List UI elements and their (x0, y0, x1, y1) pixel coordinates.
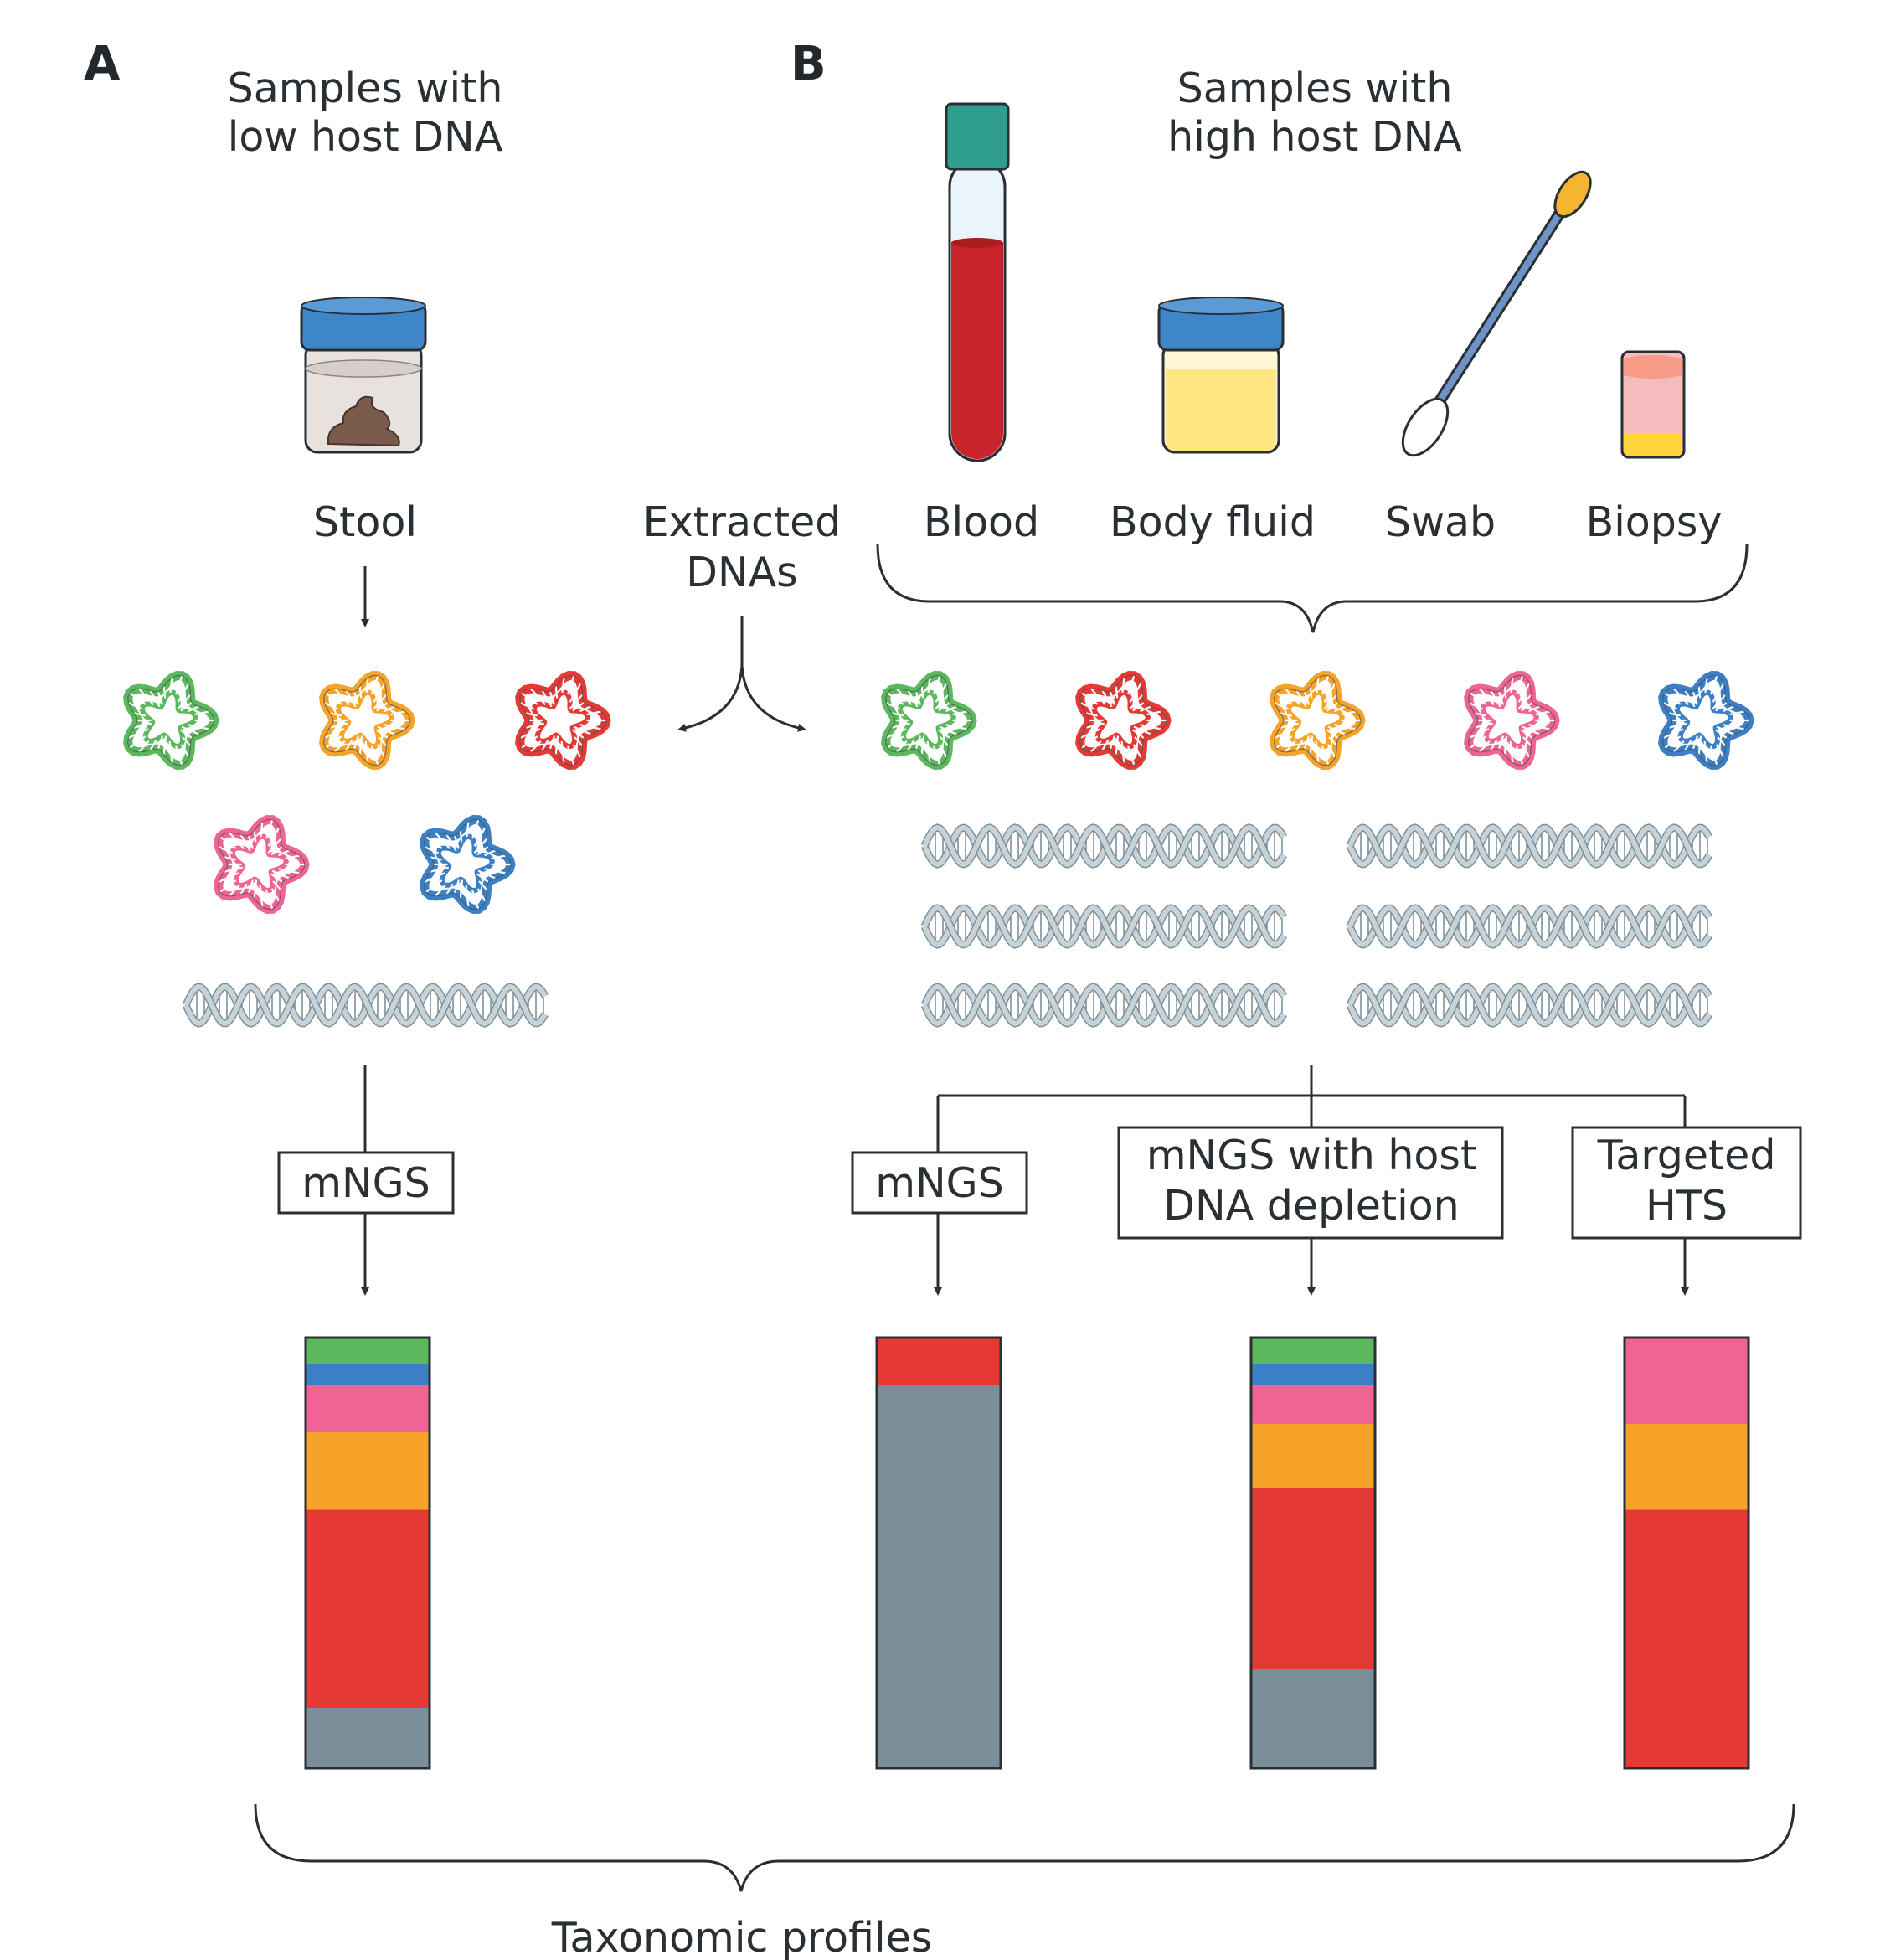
bar-1-segment-red (306, 1509, 430, 1709)
panel-b-method-3-line1: Targeted (1597, 1132, 1776, 1179)
split-arrows (677, 616, 806, 732)
bar-1-segment-blue (306, 1363, 430, 1386)
panel-b-method-2-line2: DNA depletion (1163, 1182, 1459, 1230)
panel-a-heading-line2: low host DNA (228, 113, 503, 161)
host-dna-helix-icon (920, 823, 1287, 869)
bar-4-segment-red (1625, 1509, 1749, 1769)
bar-3-segment-host_grey (1251, 1669, 1375, 1769)
bar-3-segment-orange (1251, 1423, 1375, 1489)
plasmid-blue-icon (1658, 670, 1754, 771)
panel-b-method-box-3 (1571, 1126, 1802, 1240)
swab-icon (1401, 170, 1592, 457)
taxonomic-profile-bars (304, 1336, 1750, 1770)
plasmid-pink-icon (214, 814, 310, 915)
profile-bar-3 (1249, 1336, 1377, 1770)
extracted-label-line1: Extracted (643, 498, 842, 546)
panel-b-heading-line1: Samples with (1177, 64, 1453, 112)
biopsy-vial-icon (1620, 350, 1686, 459)
host-dna-helix-icon (920, 904, 1287, 949)
host-dna-helix-icon (182, 983, 549, 1028)
bar-4-segment-orange (1625, 1423, 1749, 1511)
profile-bar-4 (1623, 1336, 1750, 1770)
bar-4-segment-pink (1625, 1338, 1749, 1425)
body-fluid-label: Body fluid (1110, 498, 1316, 546)
bar-1-segment-host_grey (306, 1708, 430, 1769)
bar-4-outline (1623, 1336, 1750, 1770)
biopsy-label: Biopsy (1586, 498, 1723, 546)
blood-label: Blood (924, 498, 1039, 546)
profile-bar-2 (875, 1336, 1002, 1770)
bar-1-segment-orange (306, 1432, 430, 1511)
stool-label: Stool (313, 498, 417, 546)
microbial-plasmids-a (123, 670, 611, 915)
bar-3-segment-pink (1251, 1385, 1375, 1425)
samples-brace (876, 544, 1749, 633)
plasmid-orange-icon (1270, 670, 1366, 771)
bar-1-outline (304, 1336, 431, 1770)
bar-1-segment-green (306, 1338, 430, 1364)
panel-b-method-tree (936, 1065, 1687, 1153)
bar-3-segment-blue (1251, 1363, 1375, 1386)
plasmid-orange-icon (319, 670, 415, 771)
host-dna-helix-icon (1346, 904, 1712, 949)
blood-tube-icon (945, 102, 1010, 462)
extracted-label-line2: DNAs (686, 549, 797, 596)
plasmid-red-icon (515, 670, 611, 771)
plasmid-blue-icon (420, 814, 516, 915)
body-fluid-jar-icon (1157, 297, 1285, 454)
panel-b-heading-line2: high host DNA (1167, 113, 1462, 161)
bar-3-segment-red (1251, 1488, 1375, 1670)
panel-a-method-box (277, 1151, 455, 1215)
plasmid-red-icon (1075, 670, 1172, 771)
plasmid-pink-icon (1464, 670, 1560, 771)
panel-a-letter: A (84, 37, 121, 91)
bar-2-segment-host_grey (877, 1385, 1001, 1769)
stool-jar-icon (300, 297, 427, 454)
bar-2-outline (875, 1336, 1002, 1770)
profile-bar-1 (304, 1336, 431, 1770)
panel-b-method-1-label: mNGS (875, 1159, 1003, 1207)
host-dna-helices (182, 823, 1712, 1028)
panel-a-heading-line1: Samples with (228, 64, 503, 112)
panel-b-method-box-1 (851, 1151, 1028, 1215)
bottom-label: Taxonomic profiles (551, 1914, 933, 1960)
swab-label: Swab (1385, 498, 1496, 546)
host-dna-helix-icon (1346, 823, 1712, 869)
bar-3-outline (1249, 1336, 1377, 1770)
panel-b-method-3-line2: HTS (1646, 1182, 1728, 1230)
bar-2-segment-red (877, 1338, 1001, 1386)
panel-b-method-2-line1: mNGS with host (1146, 1132, 1476, 1179)
bar-3-segment-green (1251, 1338, 1375, 1364)
panel-a-method-label: mNGS (301, 1159, 430, 1207)
host-dna-helix-icon (1346, 983, 1712, 1028)
profiles-brace (254, 1803, 1795, 1892)
host-dna-helix-icon (920, 983, 1287, 1028)
bar-1-segment-pink (306, 1385, 430, 1433)
plasmid-green-icon (123, 670, 219, 771)
plasmid-green-icon (881, 670, 977, 771)
panel-b-letter: B (791, 37, 827, 91)
microbial-plasmids-b (881, 670, 1754, 771)
